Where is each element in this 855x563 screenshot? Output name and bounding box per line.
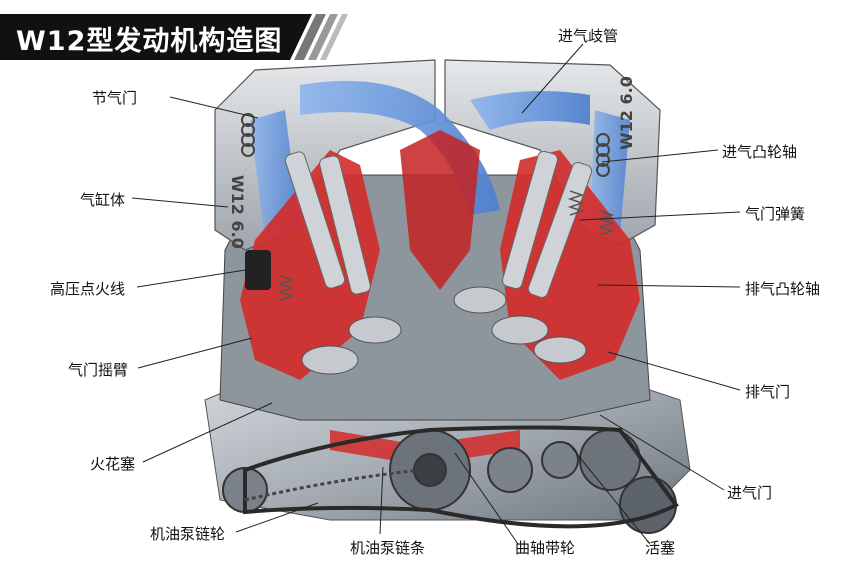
alternator-pulley	[619, 476, 677, 534]
valve-spring-1	[567, 190, 585, 216]
piston-2	[348, 316, 402, 344]
valve-spring-2	[597, 210, 615, 236]
title-stripes	[282, 14, 348, 60]
ac-pulley	[579, 429, 641, 491]
label-cylinder-block: 气缸体	[80, 191, 126, 209]
piston-4	[491, 315, 549, 345]
page-title: W12型发动机构造图	[16, 26, 283, 57]
label-oil-pump-sprocket: 机油泵链轮	[150, 525, 226, 543]
label-throttle: 节气门	[92, 89, 138, 107]
leader-ignition-wire	[136, 267, 259, 288]
leader-rocker-arm	[137, 337, 253, 369]
label-intake-manifold: 进气歧管	[558, 27, 619, 45]
camshaft-left-2	[319, 155, 371, 295]
section-center	[400, 130, 480, 290]
label-exhaust-camshaft: 排气凸轮轴	[745, 280, 821, 298]
leader-exhaust-valve	[607, 351, 741, 391]
leader-exhaust-camshaft	[597, 284, 741, 288]
camshaft-right-2	[527, 161, 593, 299]
label-spark-plug: 火花塞	[90, 455, 136, 473]
label-piston: 活塞	[645, 539, 676, 557]
label-rocker-arm: 气门摇臂	[68, 361, 129, 379]
leader-cylinder-block	[131, 197, 229, 208]
leader-spark-plug	[142, 402, 273, 463]
label-oil-pump-chain: 机油泵链条	[350, 539, 426, 557]
leader-throttle	[169, 96, 259, 119]
idler-pulley-2	[541, 441, 579, 479]
label-crank-pulley: 曲轴带轮	[515, 539, 576, 557]
cover-marking-right: W12 6.0	[617, 76, 636, 150]
camshaft-right-1	[502, 150, 558, 290]
piston-5	[533, 336, 587, 364]
label-valve-spring: 气门弹簧	[745, 205, 806, 223]
piston-1	[301, 345, 359, 375]
leader-piston	[567, 442, 651, 545]
idler-pulley-1	[487, 447, 533, 493]
leader-valve-spring	[579, 211, 741, 221]
leader-intake-camshaft	[601, 149, 719, 163]
cover-marking-left: W12 6.0	[228, 175, 247, 249]
drive-belt	[243, 425, 680, 529]
leader-oil-pump-sprocket	[235, 502, 319, 533]
piston-3	[453, 286, 507, 314]
oil-pump-chain-shape	[244, 468, 421, 502]
label-ignition-wire: 高压点火线	[50, 280, 126, 298]
label-intake-valve: 进气门	[727, 484, 773, 502]
label-exhaust-valve: 排气门	[745, 383, 791, 401]
label-intake-camshaft: 进气凸轮轴	[722, 143, 798, 161]
ignition-coil	[245, 250, 271, 290]
intake-runner-right	[470, 91, 590, 130]
leader-intake-valve	[599, 414, 725, 491]
title-banner	[0, 14, 290, 60]
valve-spring-3	[277, 275, 295, 301]
leader-crank-pulley	[454, 452, 519, 545]
camshaft-left-1	[284, 151, 346, 289]
leader-intake-manifold	[521, 43, 584, 114]
leader-oil-pump-chain	[379, 466, 384, 535]
